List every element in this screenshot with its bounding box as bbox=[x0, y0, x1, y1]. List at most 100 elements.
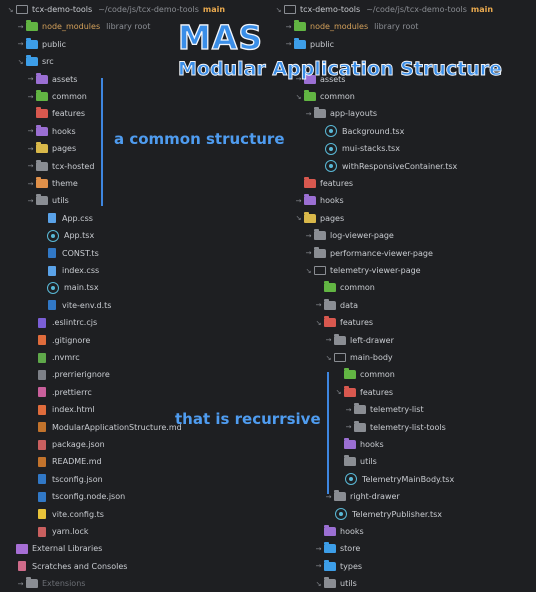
tree-item[interactable]: utils bbox=[268, 453, 536, 470]
tree-item[interactable]: →assets bbox=[268, 71, 536, 88]
tree-item[interactable]: ↘utils bbox=[268, 575, 536, 592]
tree-item[interactable]: vite-env.d.ts bbox=[0, 297, 268, 314]
tree-item[interactable]: ↘pages bbox=[268, 210, 536, 227]
tree-item[interactable]: ↘common bbox=[268, 88, 536, 105]
chevron-right-icon[interactable]: → bbox=[17, 22, 24, 31]
tree-item[interactable]: .prerrierignore bbox=[0, 366, 268, 383]
chevron-right-icon[interactable]: → bbox=[315, 301, 322, 310]
chevron-right-icon[interactable]: → bbox=[305, 249, 312, 258]
tree-item[interactable]: App.tsx bbox=[0, 227, 268, 244]
tree-item[interactable]: →right-drawer bbox=[268, 488, 536, 505]
tree-item[interactable]: .prettierrc bbox=[0, 384, 268, 401]
tree-item[interactable]: →data bbox=[268, 297, 536, 314]
tree-item[interactable]: →public bbox=[268, 36, 536, 53]
tree-item[interactable]: withResponsiveContainer.tsx bbox=[268, 158, 536, 175]
chevron-right-icon[interactable]: → bbox=[325, 336, 332, 345]
tree-item[interactable]: common bbox=[268, 366, 536, 383]
chevron-right-icon[interactable]: → bbox=[305, 109, 312, 118]
chevron-right-icon[interactable]: → bbox=[17, 40, 24, 49]
tree-item[interactable]: App.css bbox=[0, 210, 268, 227]
chevron-down-icon[interactable]: ↘ bbox=[7, 5, 14, 14]
tree-item[interactable]: ↘features bbox=[268, 384, 536, 401]
chevron-right-icon[interactable]: → bbox=[27, 196, 34, 205]
tree-item[interactable]: Background.tsx bbox=[268, 123, 536, 140]
tree-item[interactable]: ModularApplicationStructure.md bbox=[0, 419, 268, 436]
chevron-right-icon[interactable]: → bbox=[325, 492, 332, 501]
tree-item[interactable]: →types bbox=[268, 558, 536, 575]
chevron-right-icon[interactable]: → bbox=[295, 196, 302, 205]
chevron-right-icon[interactable]: → bbox=[27, 127, 34, 136]
tree-item[interactable]: →hooks bbox=[0, 123, 268, 140]
tree-item[interactable]: hooks bbox=[268, 436, 536, 453]
tree-item[interactable]: →common bbox=[0, 88, 268, 105]
tree-item[interactable]: README.md bbox=[0, 453, 268, 470]
chevron-right-icon[interactable]: → bbox=[295, 75, 302, 84]
tree-item[interactable]: →log-viewer-page bbox=[268, 227, 536, 244]
tree-item[interactable]: Scratches and Consoles bbox=[0, 558, 268, 575]
tree-item[interactable]: yarn.lock bbox=[0, 523, 268, 540]
tree-item[interactable]: ↘telemetry-viewer-page bbox=[268, 262, 536, 279]
tree-item[interactable]: .nvmrc bbox=[0, 349, 268, 366]
tree-item[interactable]: index.css bbox=[0, 262, 268, 279]
tree-item[interactable]: tsconfig.json bbox=[0, 471, 268, 488]
tree-item[interactable]: →hooks bbox=[268, 192, 536, 209]
chevron-down-icon[interactable]: ↘ bbox=[335, 388, 342, 397]
chevron-right-icon[interactable]: → bbox=[345, 405, 352, 414]
chevron-right-icon[interactable]: → bbox=[345, 423, 352, 432]
tree-item[interactable]: main.tsx bbox=[0, 279, 268, 296]
chevron-right-icon[interactable]: → bbox=[305, 231, 312, 240]
chevron-right-icon[interactable]: → bbox=[27, 162, 34, 171]
tree-item[interactable]: index.html bbox=[0, 401, 268, 418]
tree-item[interactable]: ↘src bbox=[0, 53, 268, 70]
chevron-down-icon[interactable]: ↘ bbox=[17, 57, 24, 66]
chevron-right-icon[interactable]: → bbox=[17, 579, 24, 588]
tree-item[interactable]: package.json bbox=[0, 436, 268, 453]
tree-item[interactable]: ↘features bbox=[268, 314, 536, 331]
chevron-down-icon[interactable]: ↘ bbox=[325, 353, 332, 362]
tree-item[interactable]: →utils bbox=[0, 192, 268, 209]
chevron-down-icon[interactable]: ↘ bbox=[295, 214, 302, 223]
tree-item[interactable]: →app-layouts bbox=[268, 105, 536, 122]
tree-item[interactable]: CONST.ts bbox=[0, 245, 268, 262]
tree-item[interactable]: .gitignore bbox=[0, 332, 268, 349]
chevron-right-icon[interactable]: → bbox=[315, 562, 322, 571]
tree-item[interactable]: tsconfig.node.json bbox=[0, 488, 268, 505]
tree-item[interactable]: common bbox=[268, 279, 536, 296]
tree-item[interactable]: External Libraries bbox=[0, 540, 268, 557]
tree-item[interactable]: →pages bbox=[0, 140, 268, 157]
tree-item[interactable]: →store bbox=[268, 540, 536, 557]
tree-item[interactable]: →tcx-hosted bbox=[0, 158, 268, 175]
tree-item[interactable]: →theme bbox=[0, 175, 268, 192]
chevron-down-icon[interactable]: ↘ bbox=[305, 266, 312, 275]
tree-item[interactable]: →telemetry-list bbox=[268, 401, 536, 418]
tree-item[interactable]: ↘main-body bbox=[268, 349, 536, 366]
tree-item[interactable]: features bbox=[0, 105, 268, 122]
chevron-right-icon[interactable]: → bbox=[315, 544, 322, 553]
tree-item[interactable]: vite.config.ts bbox=[0, 506, 268, 523]
chevron-down-icon[interactable]: ↘ bbox=[315, 318, 322, 327]
tree-item[interactable]: →left-drawer bbox=[268, 332, 536, 349]
chevron-down-icon[interactable]: ↘ bbox=[315, 579, 322, 588]
chevron-right-icon[interactable]: → bbox=[27, 75, 34, 84]
chevron-right-icon[interactable]: → bbox=[27, 144, 34, 153]
tree-item[interactable]: .eslintrc.cjs bbox=[0, 314, 268, 331]
tree-item[interactable]: features bbox=[268, 175, 536, 192]
chevron-right-icon[interactable]: → bbox=[27, 179, 34, 188]
chevron-down-icon[interactable]: ↘ bbox=[295, 92, 302, 101]
tree-item[interactable]: TelemetryPublisher.tsx bbox=[268, 506, 536, 523]
chevron-right-icon[interactable]: → bbox=[285, 40, 292, 49]
tree-item[interactable]: →telemetry-list-tools bbox=[268, 419, 536, 436]
tree-item[interactable]: mui-stacks.tsx bbox=[268, 140, 536, 157]
chevron-down-icon[interactable]: ↘ bbox=[275, 5, 282, 14]
chevron-right-icon[interactable]: → bbox=[27, 92, 34, 101]
tree-item[interactable]: hooks bbox=[268, 523, 536, 540]
tree-item[interactable]: →performance-viewer-page bbox=[268, 245, 536, 262]
tree-item[interactable]: TelemetryMainBody.tsx bbox=[268, 471, 536, 488]
tree-item[interactable]: →public bbox=[0, 36, 268, 53]
tree-item[interactable]: →assets bbox=[0, 71, 268, 88]
tree-item[interactable]: →Extensions bbox=[0, 575, 268, 592]
